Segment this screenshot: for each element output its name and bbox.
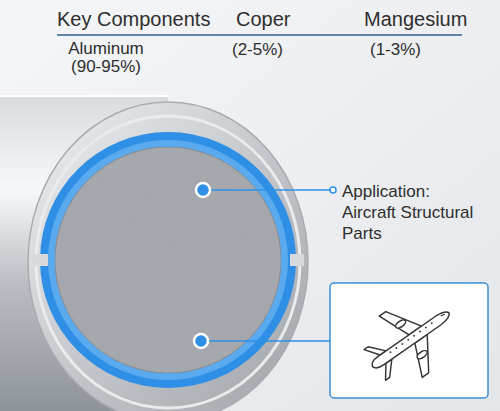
table-cell: (1-3%) bbox=[370, 40, 421, 60]
column-header: Key Components bbox=[57, 7, 210, 31]
callout-dot bbox=[194, 334, 208, 348]
callout-dot bbox=[196, 183, 210, 197]
notch bbox=[290, 254, 304, 266]
inset-box bbox=[330, 283, 488, 398]
core-section bbox=[55, 147, 281, 373]
header-rule bbox=[57, 34, 462, 36]
rod-highlight bbox=[0, 95, 168, 97]
table-cell: Aluminum (90-95%) bbox=[60, 40, 152, 76]
airplane-icon bbox=[351, 282, 471, 397]
column-header: Mangesium bbox=[364, 7, 467, 31]
coating-ring-inner bbox=[48, 140, 288, 380]
column-header: Coper bbox=[236, 7, 290, 31]
notch bbox=[34, 254, 48, 266]
leader-line bbox=[208, 340, 330, 342]
coating-ring bbox=[40, 132, 296, 388]
table-cell: (2-5%) bbox=[232, 40, 283, 60]
callout-label: Application: Aircraft Structural Parts bbox=[342, 181, 482, 244]
leader-end bbox=[330, 187, 336, 193]
rod-face bbox=[28, 102, 308, 411]
leader-line bbox=[210, 189, 330, 191]
wall-ring bbox=[36, 116, 300, 408]
